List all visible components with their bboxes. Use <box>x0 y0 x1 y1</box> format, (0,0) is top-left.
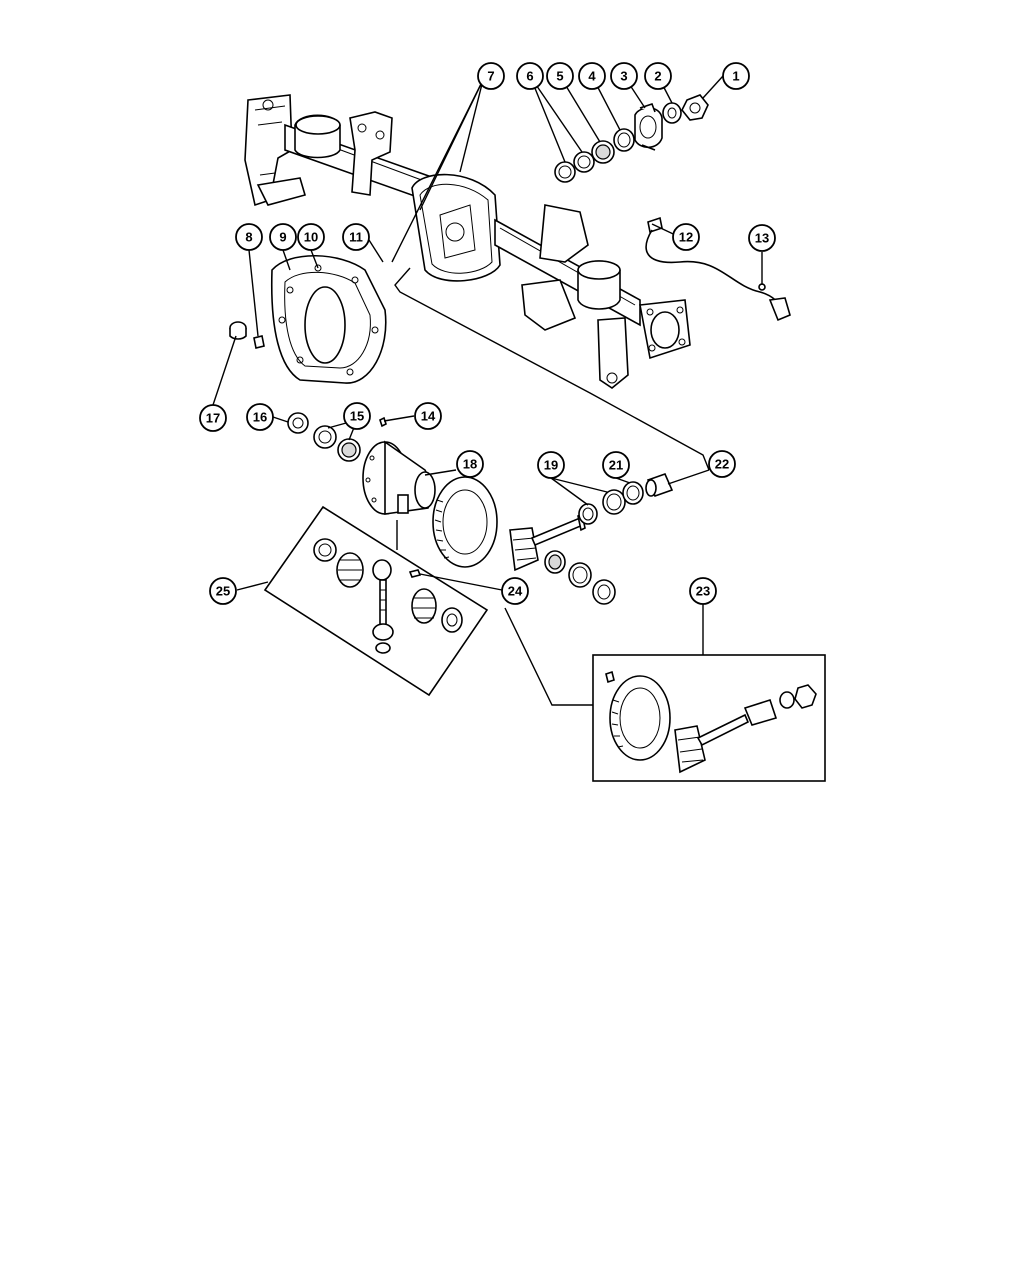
svg-text:17: 17 <box>206 411 220 426</box>
svg-text:22: 22 <box>715 457 729 472</box>
callout-22: 22 <box>708 450 736 478</box>
callout-2: 2 <box>644 62 672 90</box>
svg-text:7: 7 <box>487 69 494 84</box>
differential-gear-kit-box <box>263 505 489 697</box>
callout-24: 24 <box>501 577 529 605</box>
callout-16: 16 <box>246 403 274 431</box>
callout-5: 5 <box>546 62 574 90</box>
callout-23: 23 <box>689 577 717 605</box>
differential-cover <box>229 255 387 384</box>
callout-25: 25 <box>209 577 237 605</box>
callout-18: 18 <box>456 450 484 478</box>
pinion-flange-parts <box>554 94 709 183</box>
callout-bubbles: 1 2 3 4 5 6 7 8 9 10 11 12 13 14 15 16 1… <box>199 62 776 605</box>
callout-14: 14 <box>414 402 442 430</box>
callout-9: 9 <box>269 223 297 251</box>
ring-pinion-kit-box <box>592 654 826 782</box>
svg-text:8: 8 <box>245 230 252 245</box>
callout-10: 10 <box>297 223 325 251</box>
svg-text:1: 1 <box>732 69 739 84</box>
svg-text:19: 19 <box>544 458 558 473</box>
svg-text:12: 12 <box>679 230 693 245</box>
callout-19: 19 <box>537 451 565 479</box>
axle-housing <box>244 94 691 389</box>
callout-4: 4 <box>578 62 606 90</box>
callout-15: 15 <box>343 402 371 430</box>
ring-and-pinion-gears <box>432 476 586 572</box>
svg-text:5: 5 <box>556 69 563 84</box>
leader-lines <box>212 75 763 706</box>
svg-text:16: 16 <box>253 410 267 425</box>
svg-text:11: 11 <box>349 230 363 245</box>
callout-21: 21 <box>602 451 630 479</box>
svg-text:9: 9 <box>279 230 286 245</box>
svg-text:18: 18 <box>463 457 477 472</box>
callout-12: 12 <box>672 223 700 251</box>
svg-text:15: 15 <box>350 409 364 424</box>
callout-17: 17 <box>199 404 227 432</box>
callout-8: 8 <box>235 223 263 251</box>
svg-text:23: 23 <box>696 584 710 599</box>
svg-text:14: 14 <box>421 409 436 424</box>
svg-text:2: 2 <box>654 69 661 84</box>
svg-text:25: 25 <box>216 584 230 599</box>
callout-11: 11 <box>342 223 370 251</box>
svg-text:4: 4 <box>588 69 596 84</box>
svg-text:10: 10 <box>304 230 318 245</box>
callout-13: 13 <box>748 224 776 252</box>
pinion-bearings <box>544 472 674 605</box>
callout-1: 1 <box>722 62 750 90</box>
svg-text:24: 24 <box>508 584 523 599</box>
callout-3: 3 <box>610 62 638 90</box>
differential-carrier <box>287 412 436 515</box>
callout-7: 7 <box>477 62 505 90</box>
svg-text:21: 21 <box>609 458 623 473</box>
svg-text:3: 3 <box>620 69 627 84</box>
svg-text:6: 6 <box>526 69 533 84</box>
svg-text:13: 13 <box>755 231 769 246</box>
callout-6: 6 <box>516 62 544 90</box>
